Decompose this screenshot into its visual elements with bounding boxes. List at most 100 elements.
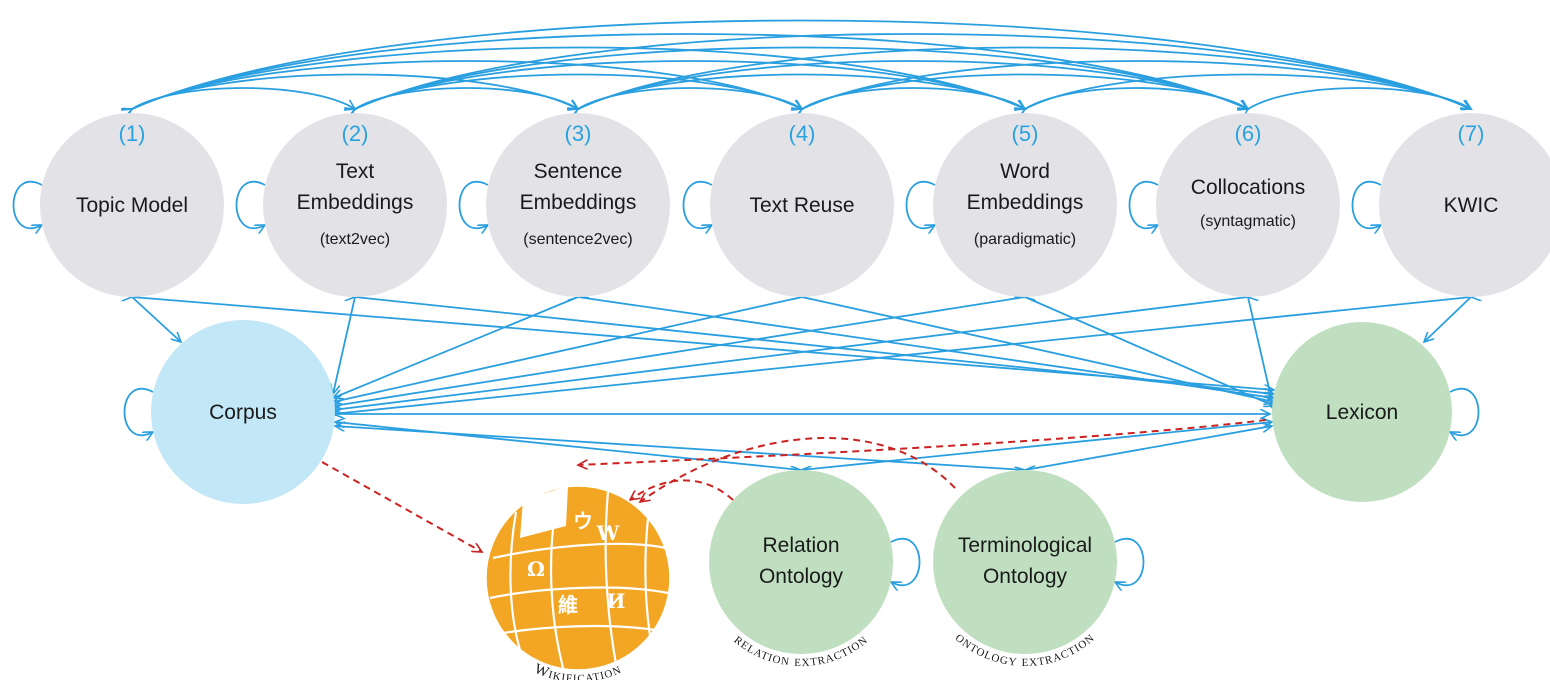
- relation-wiki-dashed-edge: [630, 479, 734, 500]
- method-node-6: [1156, 113, 1340, 297]
- method-node-2: [263, 113, 447, 297]
- method-label-3: Sentence: [534, 160, 623, 183]
- method-sublabel-2: (text2vec): [320, 231, 390, 248]
- terminological-ontology-node: [933, 470, 1117, 654]
- wiki-glyph: Ω: [527, 557, 545, 581]
- method-link-edge: [1025, 87, 1248, 109]
- self-loop-edge: [891, 538, 921, 585]
- terminological-ontology-label: Ontology: [983, 565, 1068, 588]
- ontology-corpus-edge: [335, 426, 1025, 470]
- wiki-puzzle-seam: [489, 586, 669, 600]
- self-loop-edge: [123, 388, 154, 435]
- relation-ontology-label: Relation: [762, 534, 839, 557]
- method-index-6: (6): [1235, 121, 1262, 146]
- method-link-edge: [132, 73, 578, 110]
- ontology-lexicon-edge: [801, 422, 1272, 470]
- method-lexicon-edge: [1424, 297, 1471, 342]
- method-label-2: Embeddings: [297, 191, 414, 214]
- method-node-4: [710, 113, 894, 297]
- method-link-edge: [802, 73, 1248, 110]
- method-link-edge: [802, 87, 1025, 109]
- self-loop-edge: [1351, 181, 1382, 228]
- ontology-corpus-edge: [335, 422, 801, 470]
- self-loop-edge: [1128, 181, 1159, 228]
- wiki-globe-rim: [485, 485, 671, 671]
- wiki-glyph: 維: [558, 593, 578, 617]
- wiki-puzzle-seam: [502, 624, 657, 635]
- method-node-1: [40, 113, 224, 297]
- method-index-5: (5): [1012, 121, 1039, 146]
- method-link-edge: [578, 87, 802, 109]
- method-link-edge: [355, 33, 1471, 109]
- method-link-edge: [132, 33, 1248, 109]
- method-link-edge: [355, 73, 802, 110]
- method-corpus-edge: [333, 297, 1248, 410]
- wiki-glyph: ウ: [573, 509, 593, 533]
- ontology-lexicon-edge: [1025, 426, 1272, 470]
- wiki-puzzle-seam: [644, 517, 652, 637]
- method-corpus-edge: [333, 297, 355, 394]
- self-loop-edge: [458, 181, 489, 228]
- method-lexicon-edge: [802, 297, 1274, 402]
- method-node-3: [486, 113, 670, 297]
- method-corpus-edge: [333, 297, 802, 402]
- method-node-7: [1379, 113, 1550, 297]
- method-link-edge: [132, 60, 802, 109]
- method-corpus-edge: [333, 297, 578, 398]
- self-loop-edge: [682, 181, 713, 228]
- self-loop-edge: [1450, 388, 1480, 435]
- method-link-edge: [578, 73, 1025, 110]
- method-link-edge: [1248, 87, 1471, 109]
- dashed-edges-layer: [321, 419, 1267, 552]
- wiki-puzzle-seam: [509, 511, 522, 651]
- method-corpus-edge: [333, 297, 1025, 406]
- method-sublabel-3: (sentence2vec): [523, 231, 632, 248]
- nodes-layer: [40, 113, 1550, 654]
- relation-ontology-node: [709, 470, 893, 654]
- self-loop-edge: [12, 181, 43, 228]
- method-link-edge: [355, 60, 1025, 109]
- method-sublabel-5: (paradigmatic): [974, 231, 1076, 248]
- method-sublabel-6: (syntagmatic): [1200, 213, 1296, 230]
- wikipedia-globe-icon: Ω W И 維 ウ: [485, 485, 671, 671]
- method-label-5: Embeddings: [967, 191, 1084, 214]
- method-label-7: KWIC: [1444, 194, 1499, 217]
- method-link-edge: [802, 60, 1471, 109]
- method-link-edge: [1025, 73, 1471, 110]
- relation-ontology-label: Ontology: [759, 565, 844, 588]
- corpus-wiki-dashed-edge: [321, 461, 482, 552]
- corpus-node: [151, 320, 335, 504]
- method-label-3: Embeddings: [520, 191, 637, 214]
- method-index-1: (1): [119, 121, 146, 146]
- wiki-puzzle-seam: [604, 491, 618, 665]
- method-link-edge: [578, 46, 1471, 110]
- method-index-2: (2): [342, 121, 369, 146]
- method-link-edge: [132, 19, 1471, 110]
- wiki-puzzle-seam: [549, 489, 565, 669]
- self-loop-edge: [235, 181, 266, 228]
- method-index-7: (7): [1458, 121, 1485, 146]
- lexicon-wiki-dashed-edge: [578, 419, 1267, 465]
- terminological-ontology-label: Terminological: [958, 534, 1092, 557]
- method-label-6: Collocations: [1191, 176, 1305, 199]
- method-label-4: Text Reuse: [749, 194, 854, 217]
- method-index-4: (4): [789, 121, 816, 146]
- method-label-5: Word: [1000, 160, 1050, 183]
- method-corpus-edge: [132, 297, 181, 342]
- method-index-3: (3): [565, 121, 592, 146]
- lexicon-label: Lexicon: [1326, 401, 1398, 424]
- wiki-glyph: W: [596, 521, 620, 545]
- lexicon-node: [1272, 322, 1452, 502]
- method-label-1: Topic Model: [76, 194, 188, 217]
- corpus-label: Corpus: [209, 401, 277, 424]
- edges-layer: [12, 19, 1480, 586]
- self-loop-edge: [1115, 538, 1145, 585]
- method-link-edge: [578, 60, 1248, 109]
- wiki-glyph: И: [607, 589, 626, 613]
- method-link-edge: [132, 87, 355, 109]
- method-link-edge: [355, 87, 578, 109]
- terminology-wiki-dashed-edge: [640, 437, 956, 502]
- self-loop-edge: [905, 181, 936, 228]
